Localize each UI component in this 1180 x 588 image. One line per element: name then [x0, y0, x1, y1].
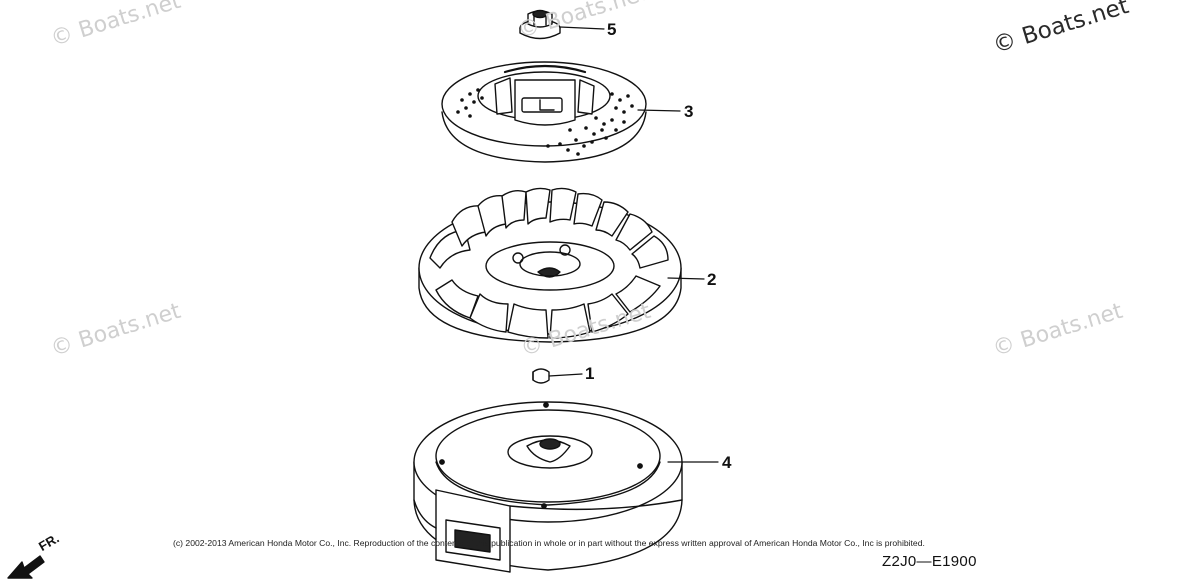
flywheel-part	[413, 401, 683, 573]
starter-plate-part	[441, 61, 647, 163]
flange-nut-part	[519, 9, 561, 40]
callout-2: 2	[707, 270, 717, 289]
callout-4: 4	[722, 453, 732, 472]
cooling-fan-part	[418, 187, 682, 343]
front-direction-arrow-icon	[7, 555, 45, 579]
callout-3: 3	[684, 102, 694, 121]
copyright-notice: (c) 2002-2013 American Honda Motor Co., …	[173, 538, 925, 548]
callout-1: 1	[585, 364, 595, 383]
leader-lines	[548, 26, 719, 463]
diagram-code: Z2J0—E1900	[882, 553, 977, 570]
woodruff-key-part	[532, 368, 550, 384]
callout-5: 5	[607, 20, 617, 39]
